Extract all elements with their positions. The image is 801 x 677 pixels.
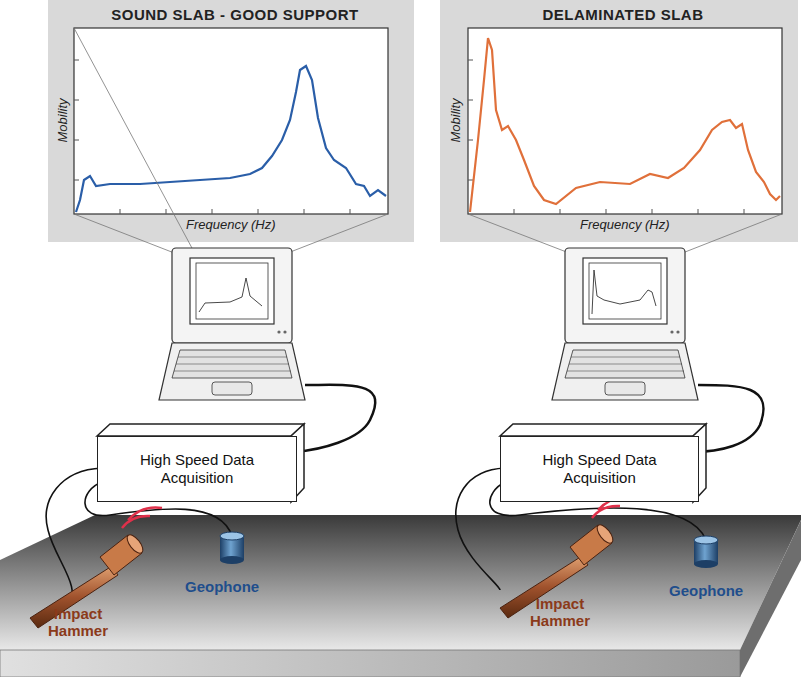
axis-label: Frequency (Hz) [186, 217, 276, 232]
acquisition-box: High Speed Data Acquisition [500, 436, 699, 502]
part-label: Impact Hammer [43, 606, 113, 639]
box-label: High Speed Data Acquisition [98, 447, 296, 491]
box-label: High Speed Data Acquisition [501, 447, 698, 491]
part-label: Geophone [185, 578, 259, 595]
acquisition-box: High Speed Data Acquisition [97, 436, 297, 502]
axis-label: Frequency (Hz) [580, 217, 670, 232]
axis-label: Mobility [448, 98, 463, 142]
part-label: Geophone [669, 582, 743, 599]
panel-title: DELAMINATED SLAB [440, 0, 801, 23]
chart-panel: SOUND SLAB - GOOD SUPPORT [48, 0, 422, 26]
part-label: Impact Hammer [525, 596, 595, 629]
panel-title: SOUND SLAB - GOOD SUPPORT [48, 0, 422, 23]
chart-panel: DELAMINATED SLAB [440, 0, 801, 26]
axis-label: Mobility [55, 98, 70, 142]
